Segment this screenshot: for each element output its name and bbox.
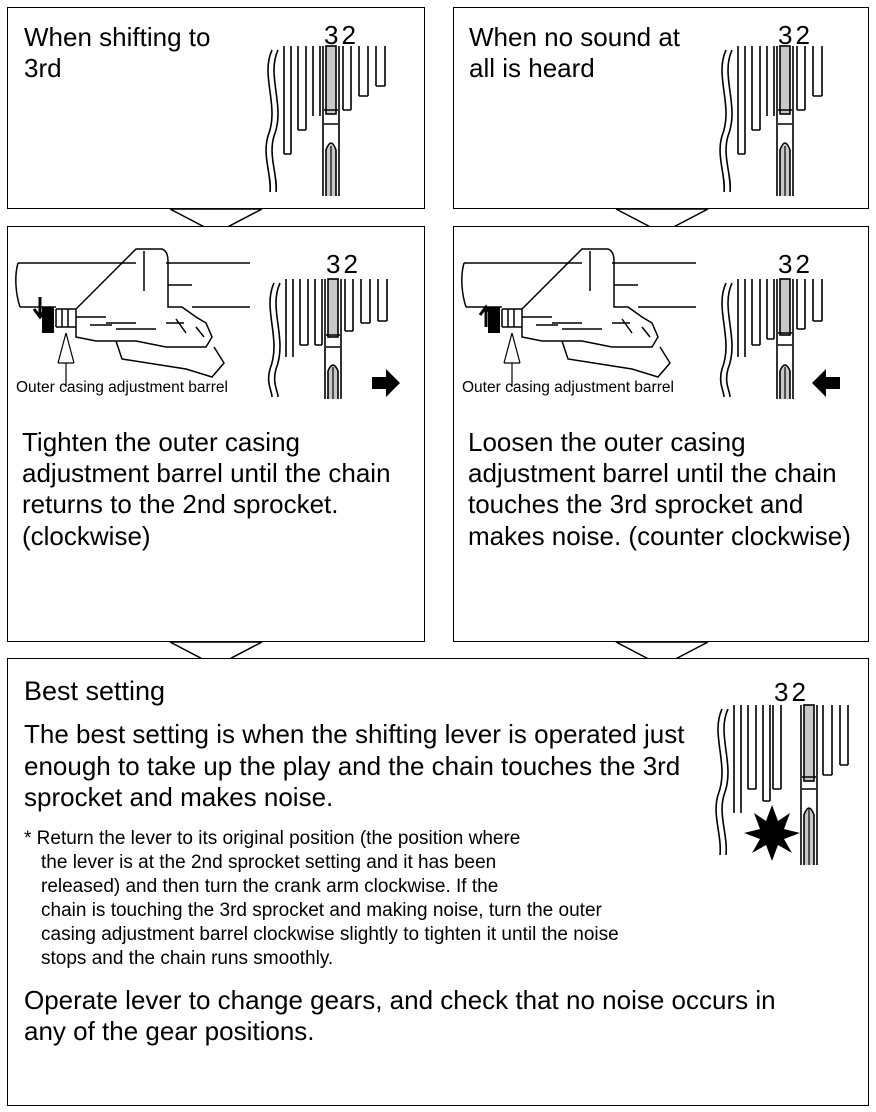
best-setting-intro: The best setting is when the shifting le… [24, 719, 685, 813]
sprocket-chain-diagram [719, 278, 840, 399]
panel-heading: When shifting to 3rd [24, 22, 211, 84]
panel-when-shifting-to-3rd: When shifting to 3rd 32 [7, 7, 425, 209]
panel-tighten-barrel: 32 Outer casing adjustment barrel Tighte… [7, 226, 425, 642]
panel-heading: When no sound at all is heard [469, 22, 681, 84]
noise-burst-icon [744, 805, 800, 861]
flow-arrow-down-icon [615, 641, 709, 667]
panel-loosen-barrel: 32 Outer casing adjustment barrel Loosen… [453, 226, 869, 642]
arrow-right-icon [372, 369, 400, 397]
note-line: chain is touching the 3rd sprocket and m… [41, 900, 602, 921]
flow-arrow-down-icon [615, 208, 709, 234]
sprocket-number-label: 32 [778, 20, 813, 50]
sprocket-chain-diagram [719, 45, 823, 196]
final-instruction: Operate lever to change gears, and check… [24, 985, 776, 1047]
note-line: casing adjustment barrel clockwise sligh… [41, 924, 619, 945]
flow-arrow-down-icon [169, 641, 263, 667]
rear-derailleur-barrel-diagram [461, 248, 696, 387]
instruction-text: Loosen the outer casing adjustment barre… [468, 427, 851, 551]
sprocket-number-label: 32 [326, 249, 361, 279]
note-line: stops and the chain runs smoothly. [41, 948, 334, 969]
sprocket-number-label: 32 [774, 677, 809, 707]
note-line: * Return the lever to its original posit… [24, 828, 521, 849]
sprocket-chain-diagram [715, 704, 849, 865]
sprocket-number-label: 32 [778, 249, 813, 279]
panel-best-setting: Best setting 32 The best setting is when… [7, 658, 869, 1106]
barrel-callout: Outer casing adjustment barrel [16, 379, 228, 396]
arrow-left-icon [812, 369, 840, 397]
panel-no-sound-heard: When no sound at all is heard 32 [453, 7, 869, 209]
sprocket-chain-diagram [265, 45, 386, 196]
instruction-text: Tighten the outer casing adjustment barr… [22, 427, 391, 551]
flow-arrow-down-icon [169, 208, 263, 234]
section-title: Best setting [24, 676, 166, 706]
note-line: released) and then turn the crank arm cl… [41, 876, 499, 897]
sprocket-number-label: 32 [324, 20, 359, 50]
sprocket-chain-diagram [267, 278, 400, 399]
rear-derailleur-barrel-diagram [15, 248, 250, 387]
note-line: the lever is at the 2nd sprocket setting… [41, 852, 497, 873]
barrel-callout: Outer casing adjustment barrel [462, 379, 674, 396]
